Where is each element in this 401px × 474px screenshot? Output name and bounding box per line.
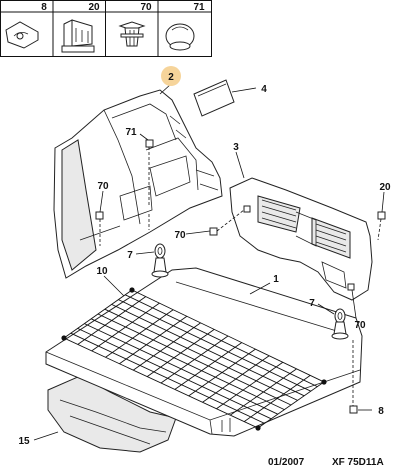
highlight-marker — [161, 66, 181, 86]
fastener-8-right — [349, 405, 358, 414]
callout-7-right: 7 — [309, 298, 315, 309]
header-parts-table: 8 20 70 71 — [0, 0, 212, 57]
callout-7-left: 7 — [127, 250, 133, 261]
push-clip-icon — [61, 19, 95, 53]
callout-71: 71 — [125, 127, 137, 138]
header-ref-70: 70 — [140, 2, 152, 13]
footer-date: 01/2007 — [268, 457, 305, 468]
header-ref-71: 71 — [193, 2, 205, 13]
footer-code: XF 75D11A — [332, 457, 384, 468]
callout-15: 15 — [18, 436, 30, 447]
fastener-70-left — [95, 211, 104, 220]
side-trim-panel — [53, 89, 223, 279]
callout-70-left: 70 — [97, 181, 109, 192]
callout-3: 3 — [233, 142, 239, 153]
callout-20: 20 — [379, 182, 391, 193]
lashing-ring-left — [151, 243, 169, 278]
small-cover-panel — [193, 79, 235, 117]
callout-10: 10 — [96, 266, 108, 277]
callout-70-mid: 70 — [174, 230, 186, 241]
callout-70-right: 70 — [354, 320, 366, 331]
rivet-clip-icon — [118, 21, 146, 47]
callout-8: 8 — [378, 406, 384, 417]
callout-4: 4 — [261, 84, 267, 95]
fastener-70-mid — [209, 227, 218, 236]
fastener-20-right — [377, 211, 386, 220]
callout-2: 2 — [168, 72, 174, 83]
button-plug-icon — [165, 23, 195, 51]
hook-clip-icon — [5, 21, 39, 49]
rear-trim-panel — [229, 177, 373, 301]
callout-1: 1 — [273, 274, 279, 285]
luggage-net — [61, 287, 327, 431]
lashing-ring-right — [331, 308, 349, 340]
leader-lines — [33, 83, 385, 441]
header-ref-8: 8 — [41, 2, 47, 13]
header-ref-20: 20 — [88, 2, 100, 13]
